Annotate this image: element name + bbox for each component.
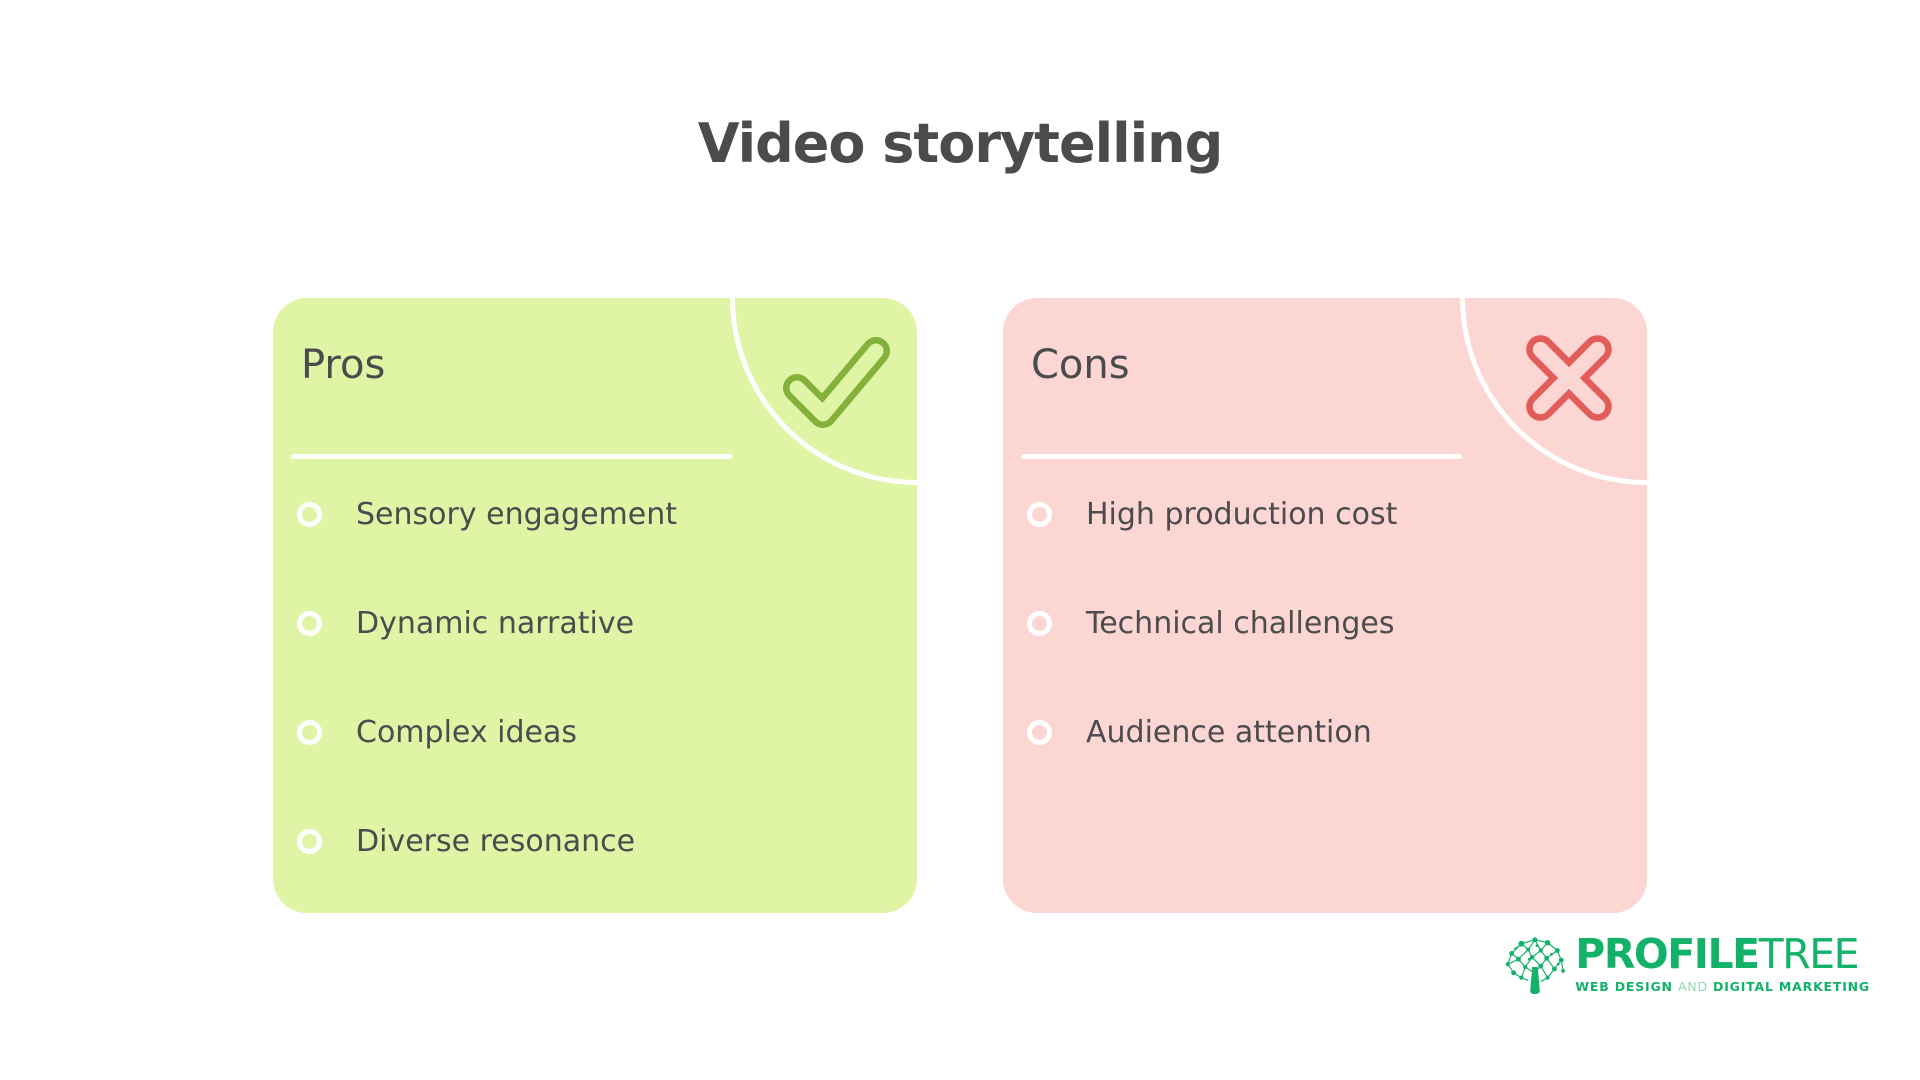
list-item: Sensory engagement [297, 460, 901, 569]
tagline-part3: DIGITAL MARKETING [1713, 979, 1870, 994]
list-item: Complex ideas [297, 678, 901, 787]
list-item-label: Complex ideas [356, 715, 577, 750]
bullet-circle-icon [1027, 611, 1052, 636]
profiletree-logo: PROFILETREE WEB DESIGN AND DIGITAL MARKE… [1502, 934, 1870, 1000]
pros-divider [291, 454, 732, 459]
list-item-label: Audience attention [1086, 715, 1372, 750]
pros-list: Sensory engagement Dynamic narrative Com… [297, 460, 901, 896]
tagline-part1: WEB DESIGN [1575, 979, 1673, 994]
list-item-label: Sensory engagement [356, 497, 677, 532]
cons-header: Cons [1031, 342, 1130, 388]
cons-list: High production cost Technical challenge… [1027, 460, 1631, 787]
cons-card: Cons High production cost Technical chal… [1003, 298, 1647, 913]
cons-divider [1021, 454, 1462, 459]
bullet-circle-icon [297, 502, 322, 527]
bullet-circle-icon [1027, 720, 1052, 745]
brand-primary: PROFILE [1575, 930, 1760, 978]
bullet-circle-icon [297, 829, 322, 854]
page-title: Video storytelling [697, 112, 1223, 175]
bullet-circle-icon [1027, 502, 1052, 527]
pros-card: Pros Sensory engagement Dynamic narrativ… [273, 298, 917, 913]
profiletree-brand-name: PROFILETREE [1575, 934, 1870, 975]
cards-row: Pros Sensory engagement Dynamic narrativ… [273, 298, 1647, 913]
cross-icon [1526, 335, 1612, 421]
list-item: Diverse resonance [297, 787, 901, 896]
pros-header: Pros [301, 342, 386, 388]
list-item-label: High production cost [1086, 497, 1398, 532]
list-item-label: Diverse resonance [356, 824, 636, 859]
bullet-circle-icon [297, 720, 322, 745]
list-item-label: Dynamic narrative [356, 606, 635, 641]
profiletree-tree-icon [1505, 937, 1566, 995]
list-item: Dynamic narrative [297, 569, 901, 678]
brand-secondary: TREE [1758, 930, 1860, 978]
bullet-circle-icon [297, 611, 322, 636]
check-icon [783, 337, 890, 428]
profiletree-logo-text: PROFILETREE WEB DESIGN AND DIGITAL MARKE… [1575, 934, 1870, 995]
list-item: Technical challenges [1027, 569, 1631, 678]
list-item-label: Technical challenges [1086, 606, 1395, 641]
profiletree-tagline: WEB DESIGN AND DIGITAL MARKETING [1575, 979, 1870, 994]
list-item: High production cost [1027, 460, 1631, 569]
tagline-part2: AND [1677, 979, 1708, 994]
list-item: Audience attention [1027, 678, 1631, 787]
